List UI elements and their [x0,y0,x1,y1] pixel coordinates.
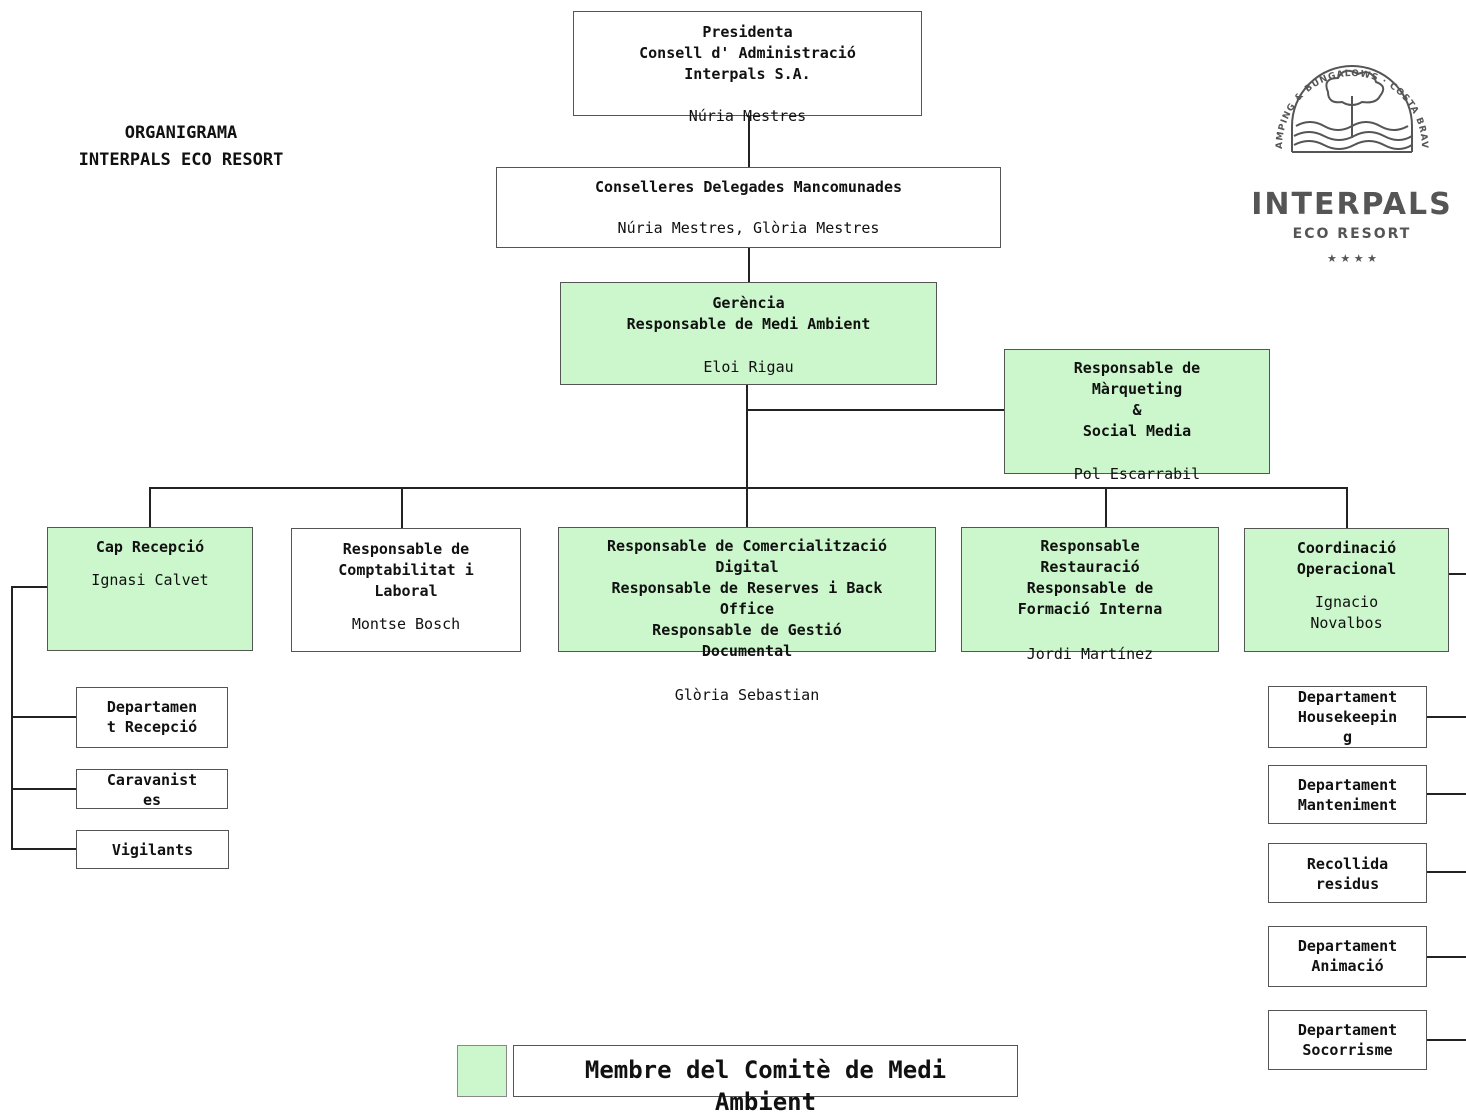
org-chart-title: ORGANIGRAMA INTERPALS ECO RESORT [78,123,284,170]
connector-line [11,586,13,850]
connector-line [149,487,151,527]
svg-text:CAMPING & BUNGALOWS · COSTA BR: CAMPING & BUNGALOWS · COSTA BRAVA [1248,30,1429,149]
subunit-box: Departamen t Recepció [76,687,228,748]
connector-line [1448,573,1466,575]
legend-box [513,1045,1018,1097]
legend-label: Membre del Comitè de Medi Ambient [584,1056,947,1116]
node-title: Presidenta Consell d' Administració Inte… [639,23,856,83]
cap-recepcio-box: Cap Recepció Ignasi Calvet [47,527,253,651]
comercialitzacio-box: Responsable de Comercialització Digital … [558,527,936,660]
connector-line [11,586,48,588]
node-title: Responsable de Màrqueting & Social Media [1073,359,1201,440]
logo-arc-text: CAMPING & BUNGALOWS · COSTA BRAVA [1244,23,1428,149]
connector-line [401,487,403,528]
connector-line [11,716,76,718]
gerencia-box: Gerència Responsable de Medi Ambient Elo… [560,282,937,385]
subunit-box: Departament Socorrisme [1268,1010,1427,1070]
logo-stars: ★ ★ ★ ★ [1327,252,1377,265]
node-title: Responsable Restauració Responsable de F… [1017,537,1163,618]
node-title: Coordinació Operacional [1296,539,1397,578]
connector-line [1426,793,1466,795]
node-person: Glòria Sebastian [674,686,820,704]
marqueting-box: Responsable de Màrqueting & Social Media [1004,349,1270,474]
node-person: Ignacio Novalbos [1310,593,1383,632]
node-person: Montse Bosch [351,615,461,633]
connector-line [748,116,750,168]
logo-name: INTERPALS [1251,187,1453,222]
connector-line [1105,487,1107,527]
legend-swatch [457,1045,507,1097]
node-person: Eloi Rigau [703,358,794,376]
subunit-box: Departament Housekeepin g [1268,686,1427,748]
connector-line [1426,716,1466,718]
node-title: Cap Recepció [95,538,205,556]
node-title: Responsable de Comptabilitat i Laboral [338,540,474,600]
connector-line [1426,956,1466,958]
interpals-logo: CAMPING & BUNGALOWS · COSTA BRAVA INTERP… [1244,23,1456,270]
connector-line [746,409,1004,411]
restauracio-box: Responsable Restauració Responsable de F… [961,527,1219,652]
connector-line [11,788,76,790]
connector-line [748,248,750,282]
node-title: Gerència Responsable de Medi Ambient [626,294,871,333]
node-title: Responsable de Comercialització Digital … [607,537,887,660]
presidenta-box: Presidenta Consell d' Administració Inte… [573,11,922,116]
node-person: Jordi Martínez [1026,645,1154,663]
subunit-box: Departament Manteniment [1268,765,1427,824]
logo-subtitle: ECO RESORT [1293,226,1412,242]
connector-line [1426,1039,1466,1041]
node-person: Núria Mestres, Glòria Mestres [617,219,880,237]
subunit-box: Recollida residus [1268,843,1427,903]
subunit-box: Vigilants [76,830,229,869]
connector-line [149,487,1348,489]
logo-emblem-icon: CAMPING & BUNGALOWS · COSTA BRAVA INTERP… [1244,23,1453,265]
comptabilitat-box: Responsable de Comptabilitat i Laboral M… [291,528,521,652]
connector-line [1426,871,1466,873]
subunit-box: Departament Animació [1268,926,1427,987]
node-person: Ignasi Calvet [91,571,209,589]
coordinacio-box: Coordinació Operacional Ignacio Novalbos [1244,528,1449,652]
connector-line [11,848,76,850]
node-person: Pol Escarrabil [1073,465,1201,483]
node-title: Conselleres Delegades Mancomunades [594,178,903,196]
connector-line [1346,487,1348,528]
conselleres-box: Conselleres Delegades Mancomunades Núria… [496,167,1001,248]
node-person: Núria Mestres [688,107,807,125]
connector-line [746,385,748,528]
subunit-box: Caravanist es [76,769,228,809]
